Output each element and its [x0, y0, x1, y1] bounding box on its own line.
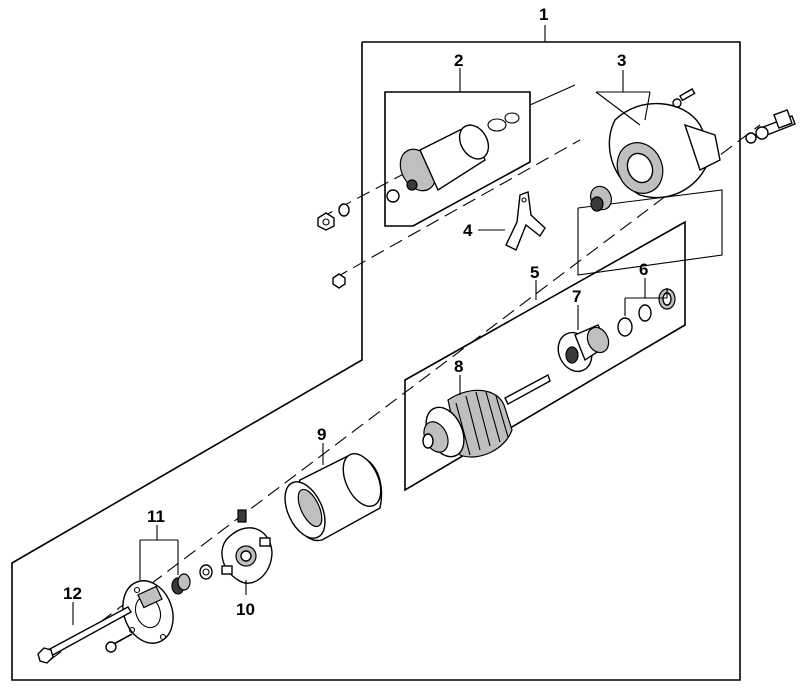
nut-washer-left: [317, 203, 350, 289]
axis-line-main: [49, 124, 761, 661]
solenoid-group-frame: [384, 91, 531, 227]
callout-7: 7: [572, 287, 581, 306]
callout-4: 4: [463, 221, 473, 240]
axis-line-bolt: [319, 167, 416, 219]
callout-1: 1: [539, 5, 548, 24]
ring-set-part: [617, 288, 676, 337]
end-cover-part: [122, 573, 191, 644]
armature-part: [422, 373, 551, 458]
brush-holder-part: [199, 509, 273, 584]
cover-screw: [105, 633, 133, 653]
armature-group-frame: [404, 220, 686, 492]
through-bolt-part: [37, 606, 132, 664]
pinion-small-part: [590, 185, 612, 212]
callout-8: 8: [454, 357, 463, 376]
assembly-frame: [11, 41, 741, 681]
callout-5: 5: [530, 263, 539, 282]
housing-part: [608, 88, 721, 199]
bolt-upper-right: [745, 109, 796, 144]
axis-line-nut: [334, 139, 581, 279]
callout-10: 10: [236, 600, 255, 619]
housing-group-frame: [577, 189, 723, 276]
shift-lever-part: [505, 191, 546, 251]
drive-clutch-part: [557, 324, 610, 373]
callout-12: 12: [63, 584, 82, 603]
callout-2: 2: [454, 51, 463, 70]
leader-lines: [72, 25, 668, 625]
axis-line-upper: [529, 84, 576, 106]
solenoid-part: [386, 112, 520, 203]
callout-3: 3: [617, 51, 626, 70]
yoke-part: [284, 453, 383, 542]
callout-11: 11: [147, 507, 165, 526]
callout-6: 6: [639, 260, 648, 279]
callout-9: 9: [317, 425, 326, 444]
